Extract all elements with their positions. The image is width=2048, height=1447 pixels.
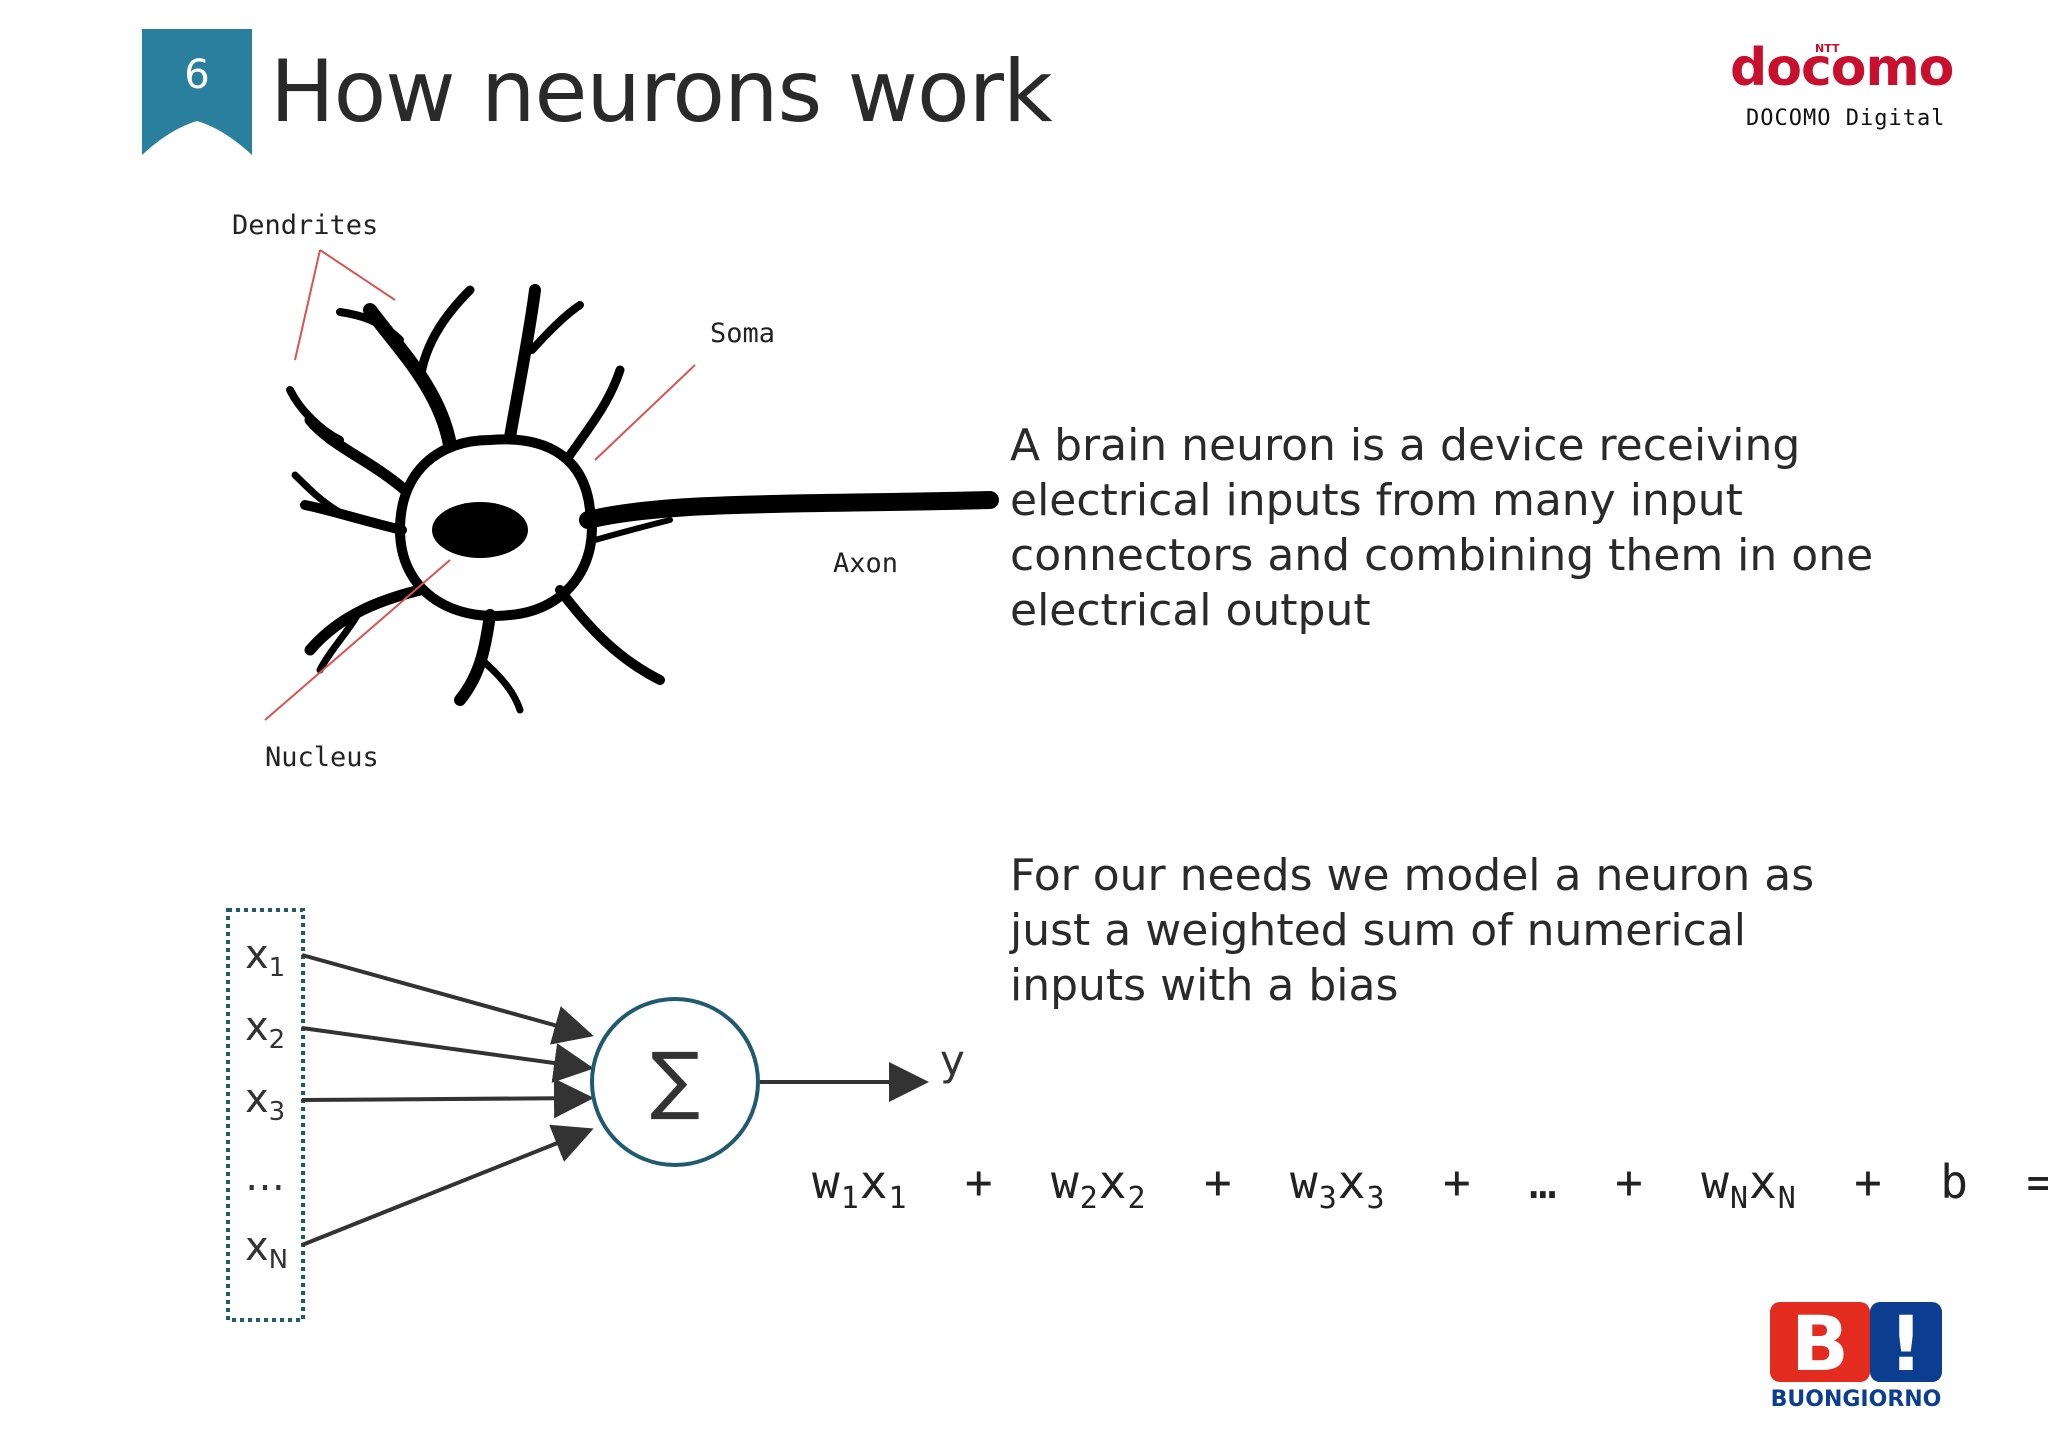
arrow-x2 — [301, 1026, 594, 1083]
weighted-sum-formula: w1x1 + w2x2 + w3x3 + … + wNxN + b = y — [812, 1155, 2048, 1216]
nucleus-pointer-line — [264, 559, 451, 721]
neuron-illustration — [264, 249, 999, 721]
page-title: How neurons work — [270, 42, 1053, 142]
dendrite — [291, 471, 349, 519]
plus-sign: + — [964, 1155, 994, 1209]
buongiorno-logo: B ! BUONGIORNO — [1770, 1302, 1942, 1410]
neuron-model-diagram: x1 x2 x3 … xN ∑ y — [226, 908, 965, 1322]
dendrite — [555, 585, 665, 685]
input-ellipsis: … — [245, 1154, 285, 1200]
arrow-xN — [301, 1124, 594, 1247]
input-x3: x3 — [245, 1076, 285, 1127]
logo-letter-b: B — [1791, 1302, 1849, 1388]
dendrite — [478, 656, 524, 714]
plus-sign: + — [1203, 1155, 1233, 1209]
bias-term: b — [1940, 1155, 1969, 1209]
dendrite — [565, 365, 625, 460]
plus-sign: + — [1854, 1155, 1883, 1209]
docomo-logo: docomo — [1730, 38, 1954, 98]
dendrite — [300, 500, 407, 535]
output-y: y — [940, 1036, 965, 1085]
inputs-box — [226, 908, 305, 1322]
nucleus-label: Nucleus — [265, 742, 379, 773]
plus-sign: + — [1615, 1155, 1644, 1209]
w2-term: w2x2 — [1051, 1155, 1147, 1217]
arrow-x1 — [301, 953, 594, 1045]
input-x1: x1 — [245, 932, 285, 983]
dendrites-pointer-line — [294, 249, 321, 361]
equals-sign: = — [2026, 1155, 2048, 1209]
axon-branch — [592, 517, 673, 543]
ntt-label: NTT — [1815, 42, 1840, 55]
ellipsis-term: … — [1529, 1155, 1558, 1209]
neuron-description: A brain neuron is a device receiving ele… — [1010, 420, 1874, 636]
dendrite — [504, 284, 541, 443]
nucleus — [432, 502, 528, 558]
model-description: For our needs we model a neuron as just … — [1010, 850, 1815, 1011]
brand-subtitle: DOCOMO Digital — [1746, 106, 1946, 131]
input-x2: x2 — [245, 1004, 285, 1055]
dendrite — [528, 301, 584, 354]
dendrites-label: Dendrites — [232, 210, 379, 241]
summation-symbol: ∑ — [650, 1037, 700, 1123]
arrow-x3 — [301, 1078, 594, 1119]
plus-sign: + — [1442, 1155, 1472, 1209]
soma-label: Soma — [710, 318, 776, 349]
dendrites-pointer-line — [319, 249, 396, 301]
soma-pointer-line — [594, 364, 696, 461]
dendrite — [415, 285, 475, 385]
w1-term: w1x1 — [812, 1155, 908, 1217]
axon-label: Axon — [833, 548, 899, 579]
input-xN: xN — [245, 1224, 288, 1275]
dendrite — [316, 606, 364, 674]
dendrite — [454, 609, 496, 706]
slide-number-badge — [142, 29, 252, 155]
wN-term: wNxN — [1701, 1155, 1797, 1217]
logo-exclamation: ! — [1889, 1302, 1924, 1388]
w3-term: w3x3 — [1290, 1155, 1386, 1217]
dendrite — [336, 308, 404, 344]
dendrite — [286, 386, 344, 444]
slide-number: 6 — [184, 52, 210, 98]
summation-node — [590, 997, 760, 1167]
axon — [579, 491, 999, 529]
logo-text: BUONGIORNO — [1771, 1387, 1942, 1410]
